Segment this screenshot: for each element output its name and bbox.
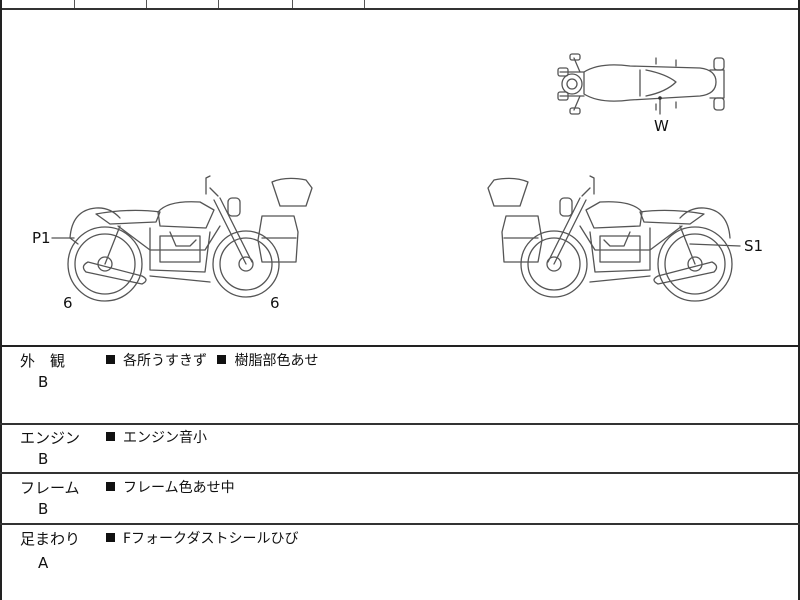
note-item: 各所うすきず [106,351,207,371]
bullet-square-icon [106,432,115,441]
left-border [0,0,2,600]
header-cell-divider [146,0,147,8]
row-divider [0,523,800,525]
grade-value: B [38,450,49,468]
grade-value: B [38,500,49,518]
inspection-row-exterior: 外 観 B 各所うすきず 樹脂部色あせ [0,347,800,423]
category-label: フレーム [20,479,80,497]
grade-value: A [38,554,49,572]
row-divider [0,423,800,425]
label-s1: S1 [744,237,763,255]
notes-list: 各所うすきず 樹脂部色あせ [106,351,324,371]
note-item: Fフォークダストシールひび [106,529,299,549]
category-label: 足まわり [20,530,81,548]
notes-list: フレーム色あせ中 [106,478,241,498]
header-cell-divider [292,0,293,8]
label-left-front-wheel: 6 [63,294,73,312]
label-left-rear-wheel: 6 [270,294,280,312]
inspection-row-suspension: 足まわり A Fフォークダストシールひび [0,524,800,600]
label-p1: P1 [32,229,51,247]
right-border [798,0,800,600]
inspection-row-frame: フレーム B フレーム色あせ中 [0,473,800,523]
motorcycle-left-view [67,175,313,302]
bullet-square-icon [217,355,227,364]
bullet-square-icon [106,355,115,364]
inspection-row-engine: エンジン B エンジン音小 [0,424,800,472]
header-cell-divider [74,0,75,8]
bullet-square-icon [106,482,115,491]
leader-line-s1 [689,243,741,247]
note-item: 樹脂部色あせ [217,351,318,371]
motorcycle-top-view [557,53,725,115]
notes-list: Fフォークダストシールひび [106,529,305,549]
header-cell-divider [364,0,365,8]
note-item: エンジン音小 [106,428,207,448]
grade-value: B [38,373,49,391]
motorcycle-right-view [487,175,733,302]
notes-list: エンジン音小 [106,428,213,448]
bullet-square-icon [106,533,115,542]
damage-diagram: P1 6 6 [0,8,800,346]
diagram-bottom-border [0,345,800,347]
label-w: W [654,117,669,135]
row-divider [0,472,800,474]
top-border [0,8,800,10]
header-cell-divider [218,0,219,8]
note-item: フレーム色あせ中 [106,478,235,498]
category-label: エンジン [20,429,81,447]
category-label: 外 観 [20,352,66,370]
